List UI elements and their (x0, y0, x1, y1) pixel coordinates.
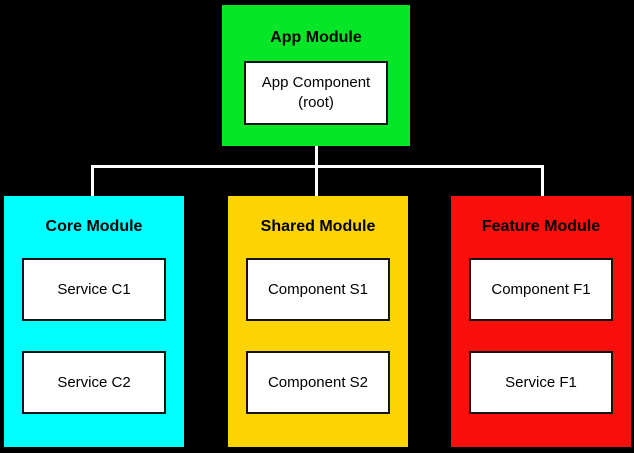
node-app-component-root: App Component (root) (244, 61, 388, 125)
node-component-f1: Component F1 (469, 258, 613, 321)
connector-feature-drop (541, 165, 544, 196)
node-service-c1: Service C1 (22, 258, 166, 321)
node-label: Component S2 (267, 373, 369, 391)
core-module-title: Core Module (45, 218, 143, 235)
node-label: Service C2 (57, 373, 131, 391)
app-module-box: App Module App Component (root) (222, 5, 410, 146)
node-label: App Component (root) (261, 74, 371, 111)
shared-module-box: Shared Module Component S1 Component S2 (228, 196, 408, 447)
node-label: Component F1 (491, 280, 591, 298)
core-module-box: Core Module Service C1 Service C2 (4, 196, 184, 447)
app-module-title: App Module (270, 29, 362, 46)
node-label: Service F1 (505, 373, 577, 391)
node-component-s1: Component S1 (246, 258, 390, 321)
node-component-s2: Component S2 (246, 351, 390, 414)
connector-core-drop (91, 165, 94, 196)
node-service-c2: Service C2 (22, 351, 166, 414)
node-label: Service C1 (57, 280, 131, 298)
feature-module-box: Feature Module Component F1 Service F1 (451, 196, 631, 447)
node-service-f1: Service F1 (469, 351, 613, 414)
connector-shared-drop (315, 165, 318, 196)
node-label: Component S1 (267, 280, 369, 298)
feature-module-title: Feature Module (481, 218, 601, 235)
shared-module-title: Shared Module (260, 218, 376, 235)
connector-app-stem (315, 146, 318, 168)
